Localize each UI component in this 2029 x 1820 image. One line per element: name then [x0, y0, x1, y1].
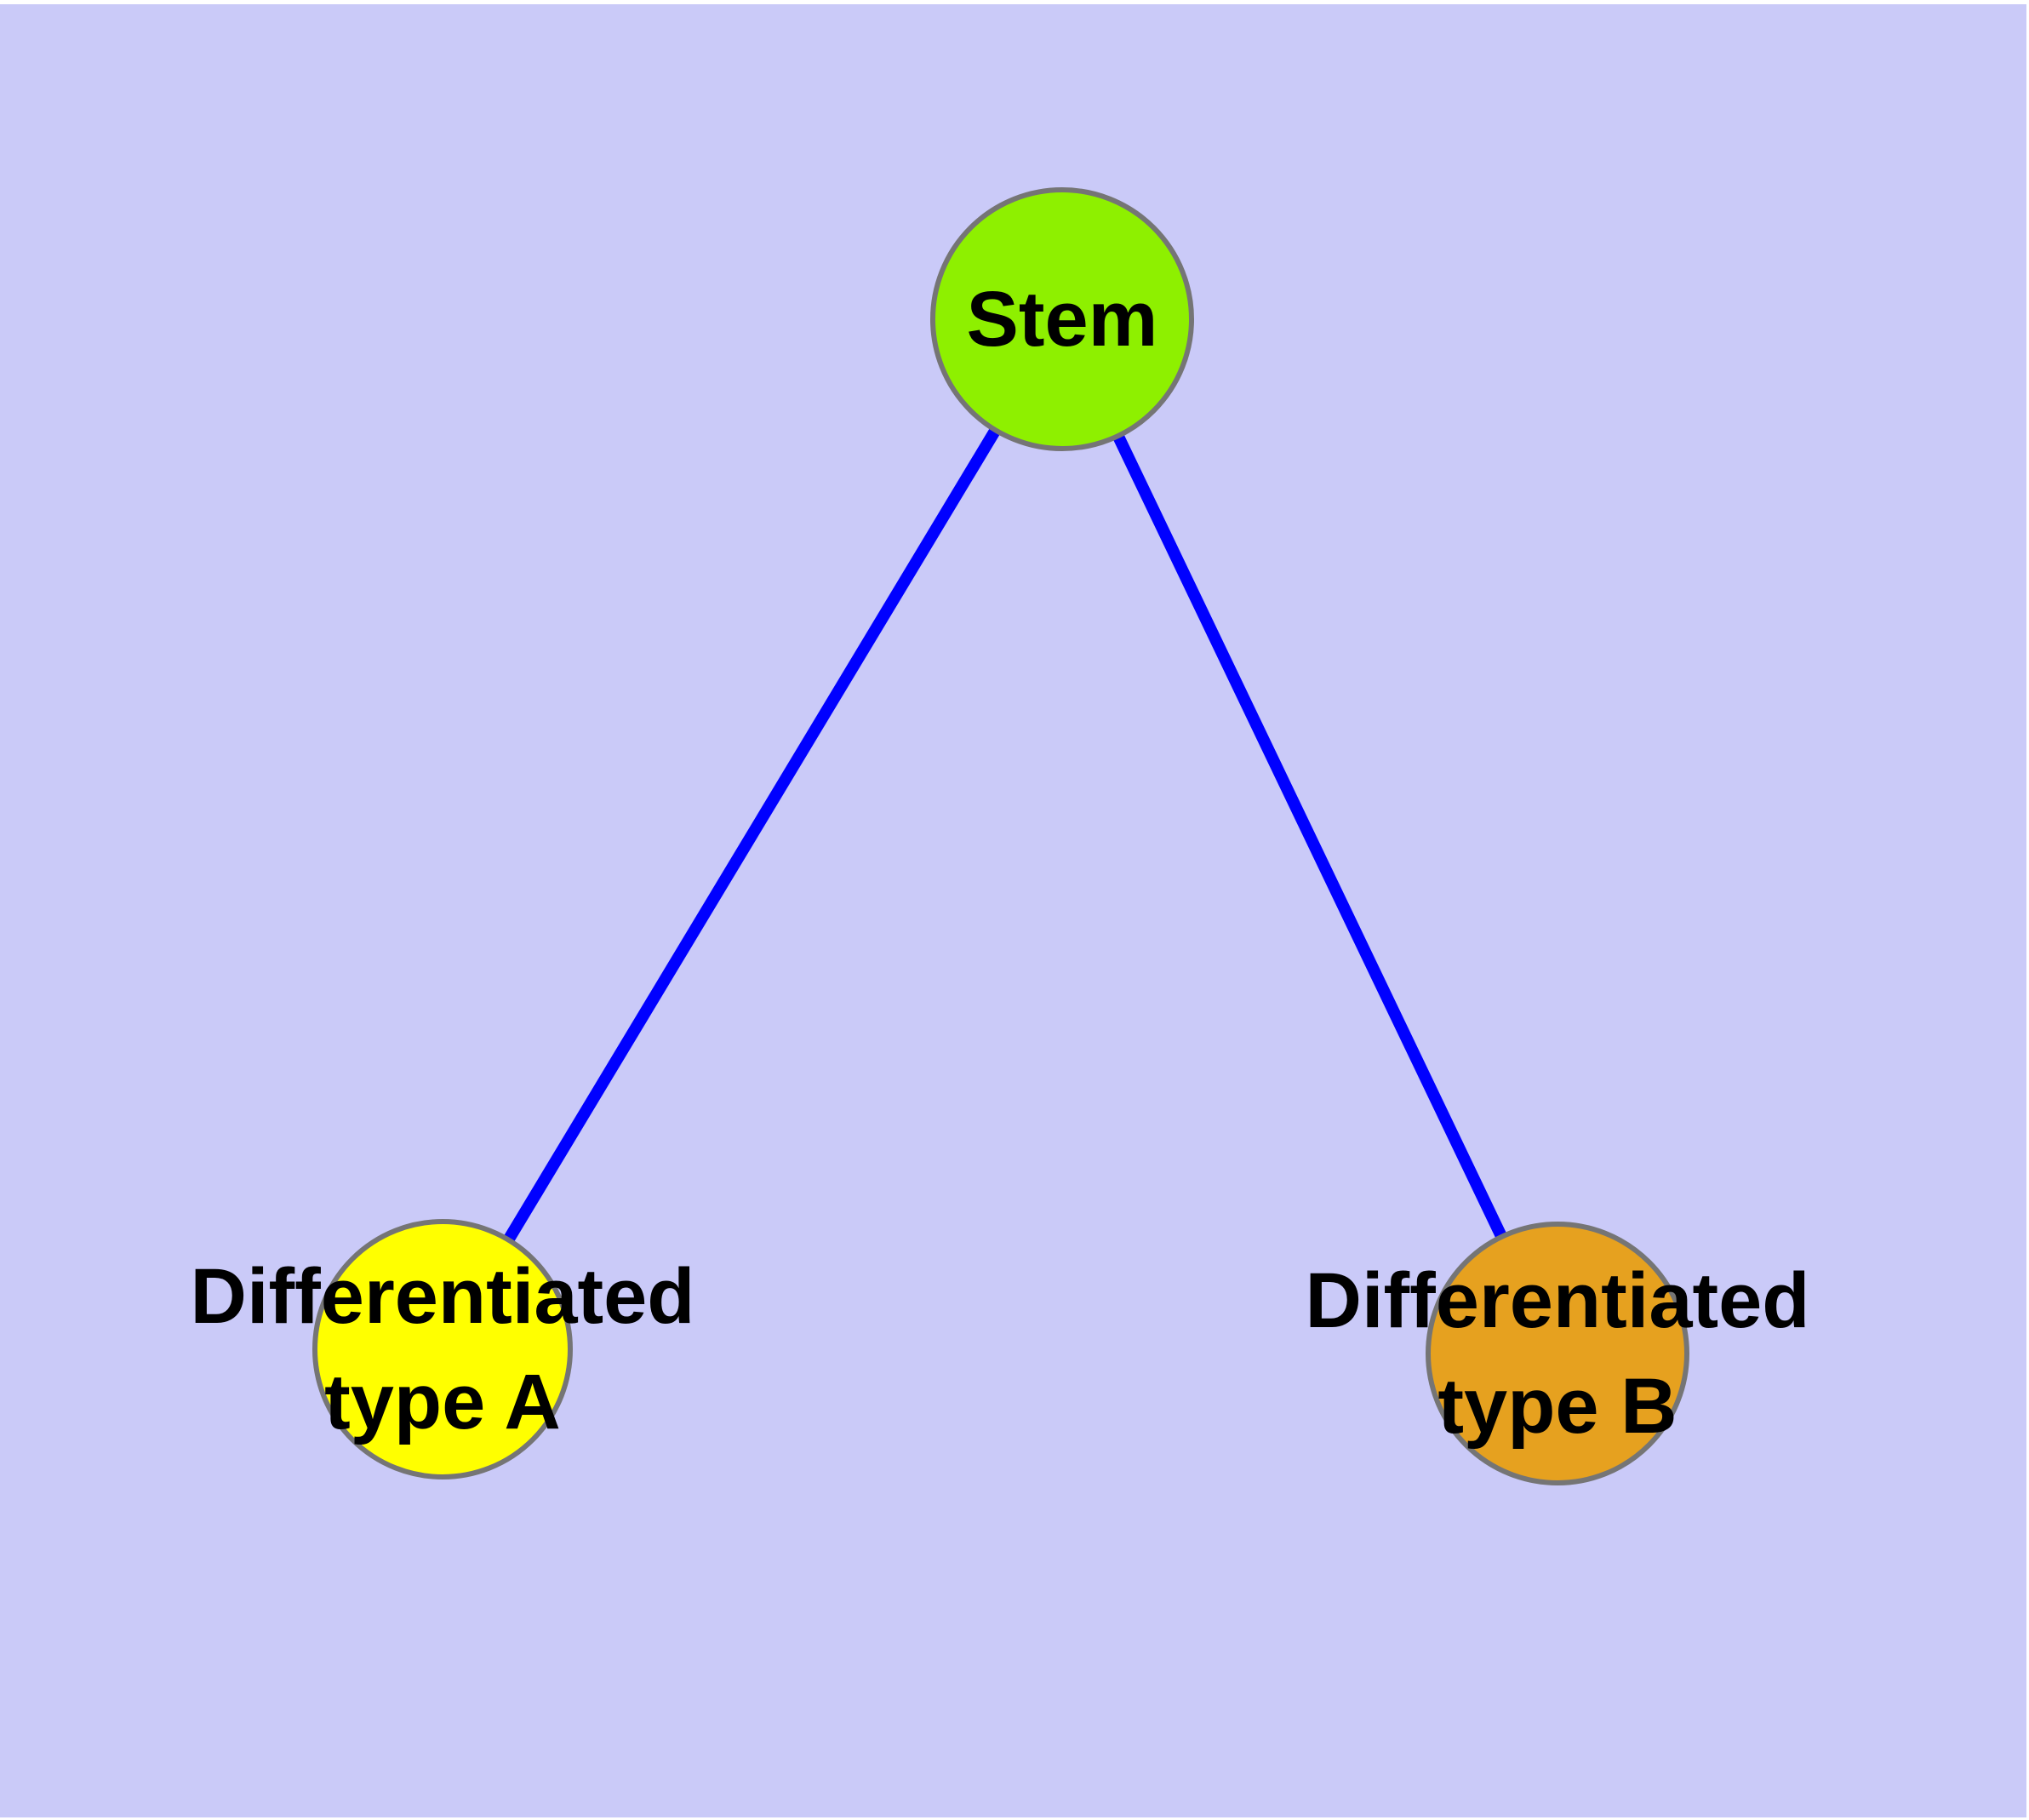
edge-stem-to-type-b [1056, 316, 1563, 1357]
stem-node-circle [930, 187, 1194, 451]
edge-stem-to-type-a [437, 316, 1067, 1353]
stem-node: Stem [930, 187, 1194, 451]
type-b-node-circle [1426, 1222, 1689, 1485]
type-a-node-label-line1: Differentiated [191, 1253, 695, 1340]
type-a-node-circle [312, 1219, 573, 1479]
type-a-node-label-line2: type A [324, 1359, 561, 1445]
type-b-node: Differentiated type B [1306, 1222, 1810, 1485]
stem-node-label: Stem [967, 276, 1158, 363]
type-b-node-label-line1: Differentiated [1306, 1257, 1810, 1344]
type-b-node-label-line2: type B [1437, 1363, 1677, 1450]
type-a-node: Differentiated type A [191, 1219, 695, 1479]
